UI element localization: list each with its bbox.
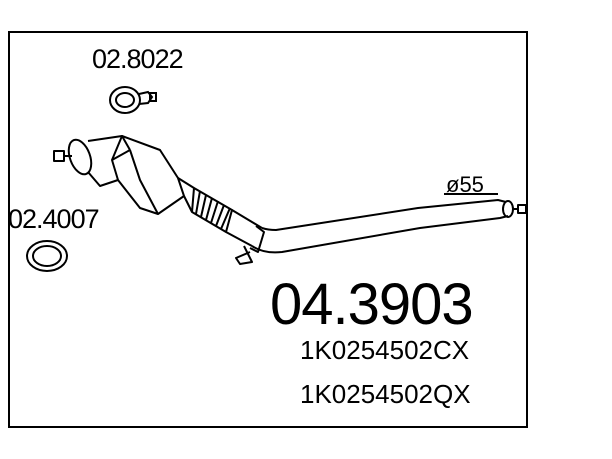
- diagram-frame: [8, 31, 528, 428]
- pipe-diameter-label: ø55: [446, 172, 484, 197]
- oem-number-2: 1K0254502QX: [300, 379, 471, 409]
- oem-number-1: 1K0254502CX: [300, 335, 470, 365]
- accessory-label-clamp: 02.8022: [92, 44, 184, 74]
- gasket-ring-icon: [26, 240, 68, 272]
- clamp-ring-icon: [109, 86, 157, 114]
- accessory-label-gasket: 02.4007: [8, 204, 100, 234]
- catalytic-converter-drawing: [53, 135, 527, 265]
- part-number: 04.3903: [270, 272, 474, 337]
